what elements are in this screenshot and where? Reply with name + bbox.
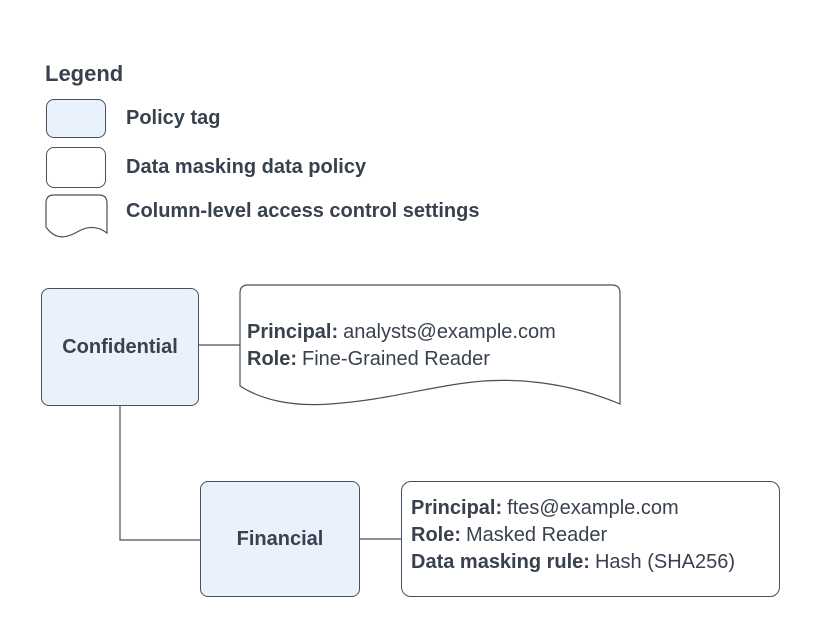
role-value: Masked Reader [466,524,608,546]
masking-rule-label: Data masking rule: [411,551,590,573]
principal-label: Principal: [411,497,503,519]
confidential-node-label: Confidential [62,335,178,358]
policy-tag-node-confidential: Confidential [41,288,199,406]
principal-value: analysts@example.com [343,321,556,343]
principal-label: Principal: [247,321,339,343]
financial-node-label: Financial [236,527,324,550]
role-value: Fine-Grained Reader [302,348,490,370]
legend-document-swatch [45,194,108,238]
connector-confidential-to-financial [119,406,200,541]
policy-tag-node-financial: Financial [200,481,360,597]
masking-rule-value: Hash (SHA256) [594,551,736,573]
role-label: Role: [411,524,461,546]
principal-value: ftes@example.com [507,497,679,519]
data-masking-policy-panel: Principal:ftes@example.com Role:Masked R… [401,481,780,597]
settings-line-principal: Principal:analysts@example.com [247,319,556,346]
policy-line-masking-rule: Data masking rule:Hash (SHA256) [411,549,769,576]
settings-line-role: Role:Fine-Grained Reader [247,346,556,373]
legend-label-data-masking-policy: Data masking data policy [126,156,367,178]
legend-label-policy-tag: Policy tag [126,107,221,129]
policy-line-role: Role:Masked Reader [411,522,769,549]
legend-title: Legend [45,61,124,86]
policy-tag-swatch [46,99,106,138]
confidential-settings-text: Principal:analysts@example.com Role:Fine… [247,319,556,373]
legend-label-column-access-settings: Column-level access control settings [126,200,480,222]
data-masking-policy-swatch [46,147,106,188]
role-label: Role: [247,348,297,370]
policy-line-principal: Principal:ftes@example.com [411,495,769,522]
confidential-settings-document-shape [239,284,621,406]
